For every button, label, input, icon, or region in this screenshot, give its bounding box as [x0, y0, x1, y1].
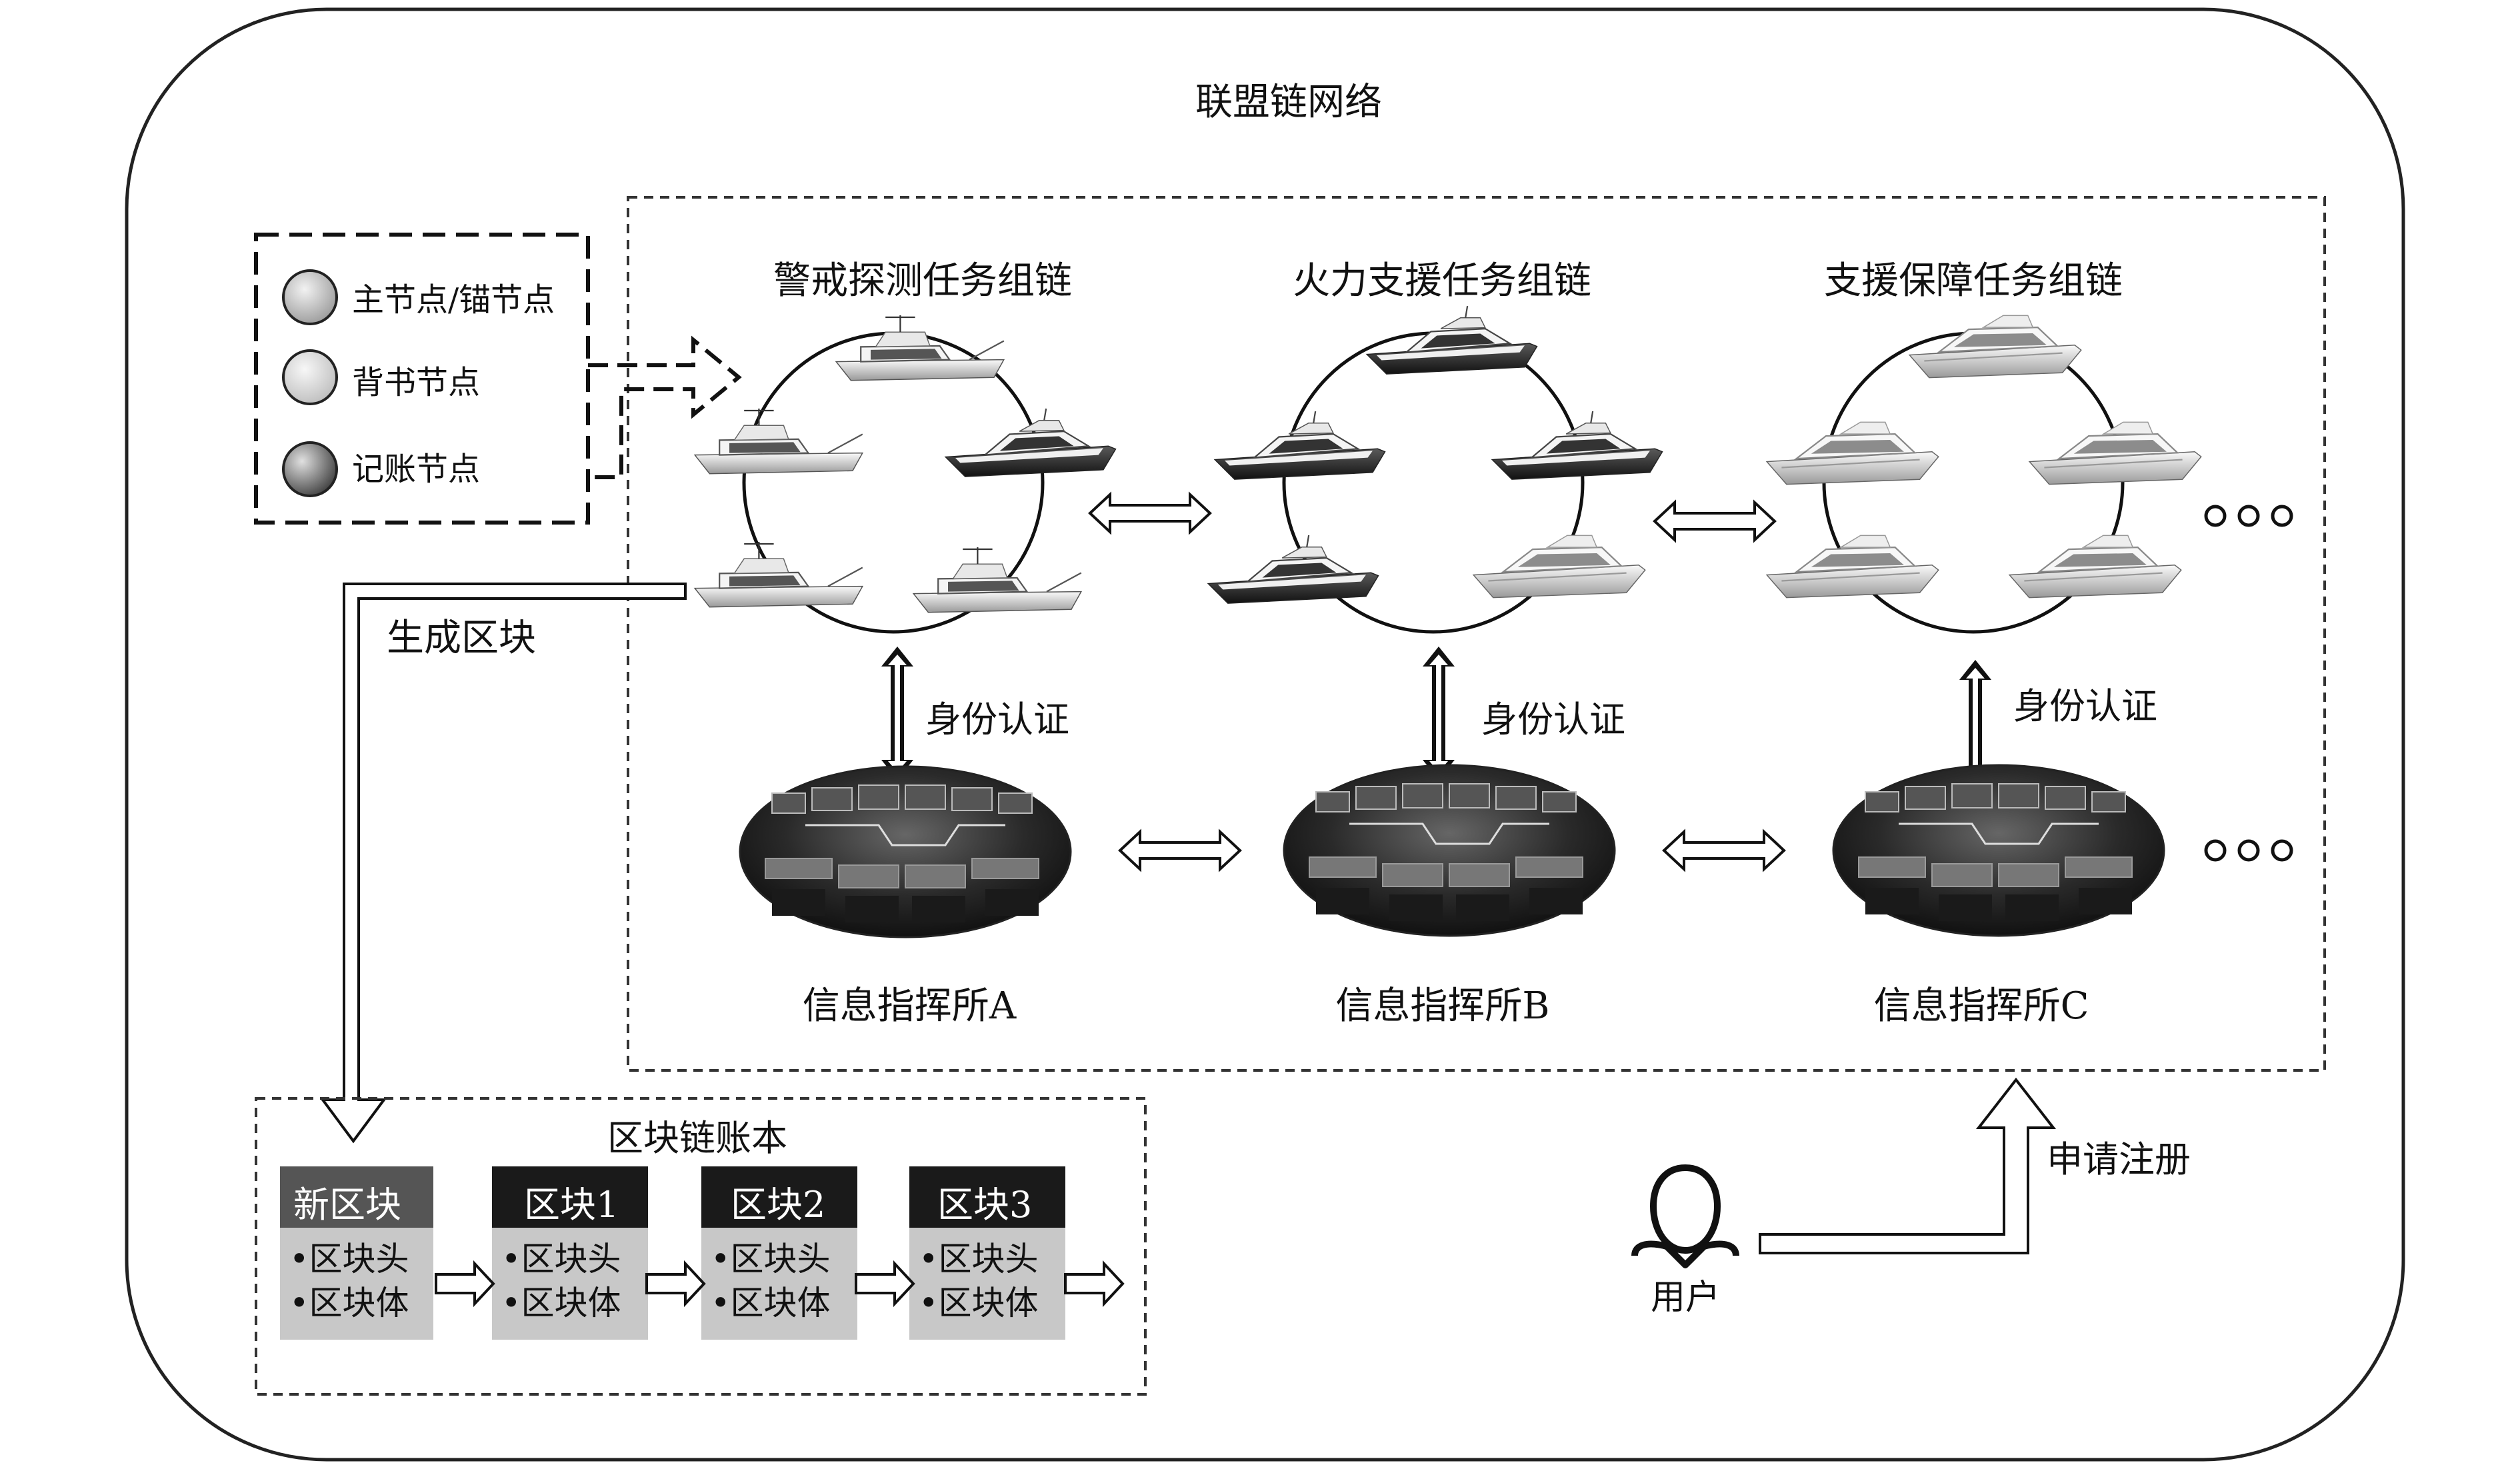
- register-label: 申请注册: [2047, 1138, 2191, 1180]
- block-link-arrow: [435, 1262, 495, 1305]
- user-icon: [1631, 1164, 1739, 1268]
- block-header-2: [701, 1166, 857, 1228]
- chain-link-arrow: [1089, 493, 1211, 533]
- block-item: •区块体: [289, 1284, 409, 1322]
- boat-icon: [1214, 410, 1386, 481]
- boat-icon: [1207, 534, 1379, 605]
- more-chains-icon: [2204, 505, 2293, 527]
- network-title: 联盟链网络: [1195, 81, 1382, 124]
- block-header-1: [492, 1166, 648, 1228]
- auth-arrow: [1423, 647, 1455, 780]
- primary-node-icon: [282, 269, 338, 325]
- chain-title-support: 支援保障任务组链: [1824, 259, 2123, 303]
- command-post-label-c: 信息指挥所C: [1874, 984, 2089, 1028]
- block-item: •区块体: [501, 1284, 621, 1322]
- auth-label-a: 身份认证: [925, 699, 1069, 740]
- command-center-image: [739, 765, 1072, 938]
- endorse-node-icon: [282, 349, 338, 405]
- command-center-image: [1832, 764, 2165, 937]
- legend-pointer-arrow: [588, 335, 742, 479]
- generate-block-arrow: [320, 583, 687, 1144]
- task-region-box: [627, 196, 2326, 1072]
- block-title-3: 区块3: [937, 1184, 1032, 1226]
- boat-icon: [913, 546, 1082, 613]
- boat-icon: [1909, 315, 2082, 379]
- boat-icon: [694, 541, 863, 608]
- block-title-2: 区块2: [731, 1184, 825, 1226]
- command-post-label-a: 信息指挥所A: [803, 984, 1017, 1028]
- auth-label-b: 身份认证: [1481, 699, 1625, 740]
- block-link-arrow: [1064, 1262, 1124, 1305]
- auth-label-c: 身份认证: [2013, 685, 2157, 727]
- block-header-new: [280, 1166, 433, 1228]
- register-arrow: [1759, 1077, 2057, 1254]
- block-title-1: 区块1: [524, 1184, 619, 1226]
- legend-label-endorse: 背书节点: [352, 364, 480, 401]
- legend-label-primary: 主节点/锚节点: [352, 281, 555, 319]
- chain-link-arrow: [1653, 501, 1776, 541]
- block-item: •区块头: [289, 1240, 409, 1278]
- block-link-arrow: [645, 1262, 705, 1305]
- auth-arrow: [881, 647, 913, 780]
- ledger-node-icon: [282, 441, 338, 497]
- block-title-new: 新区块: [293, 1184, 401, 1226]
- boat-icon: [1491, 410, 1663, 481]
- block-item: •区块体: [919, 1284, 1039, 1322]
- boat-icon: [1766, 535, 1939, 599]
- block-item: •区块头: [501, 1240, 621, 1278]
- legend-label-ledger: 记账节点: [352, 451, 480, 488]
- command-link-arrow: [1663, 830, 1785, 870]
- chain-title-detect: 警戒探测任务组链: [773, 259, 1072, 303]
- boat-icon: [2009, 535, 2182, 599]
- consortium-network-boundary: [125, 7, 2405, 1462]
- user-label: 用户: [1651, 1278, 1720, 1318]
- boat-icon: [835, 314, 1005, 381]
- command-link-arrow: [1119, 830, 1241, 870]
- block-body-2: [701, 1228, 857, 1340]
- legend-box: [254, 233, 590, 525]
- boat-icon: [1473, 535, 1646, 599]
- block-item: •区块头: [919, 1240, 1039, 1278]
- boat-icon: [2029, 421, 2202, 485]
- ledger-title: 区块链账本: [607, 1117, 787, 1159]
- command-post-label-b: 信息指挥所B: [1335, 984, 1549, 1028]
- more-posts-icon: [2204, 839, 2293, 862]
- block-body-new: [280, 1228, 433, 1340]
- boat-icon: [1766, 421, 1939, 485]
- block-header-3: [909, 1166, 1065, 1228]
- block-item: •区块体: [711, 1284, 831, 1322]
- boat-icon: [694, 407, 863, 475]
- block-body-3: [909, 1228, 1065, 1340]
- block-item: •区块头: [711, 1240, 831, 1278]
- boat-icon: [945, 407, 1117, 478]
- command-center-image: [1283, 764, 1616, 937]
- generate-block-label: 生成区块: [387, 617, 536, 660]
- chain-title-fire: 火力支援任务组链: [1293, 259, 1591, 303]
- block-link-arrow: [855, 1262, 915, 1305]
- block-body-1: [492, 1228, 648, 1340]
